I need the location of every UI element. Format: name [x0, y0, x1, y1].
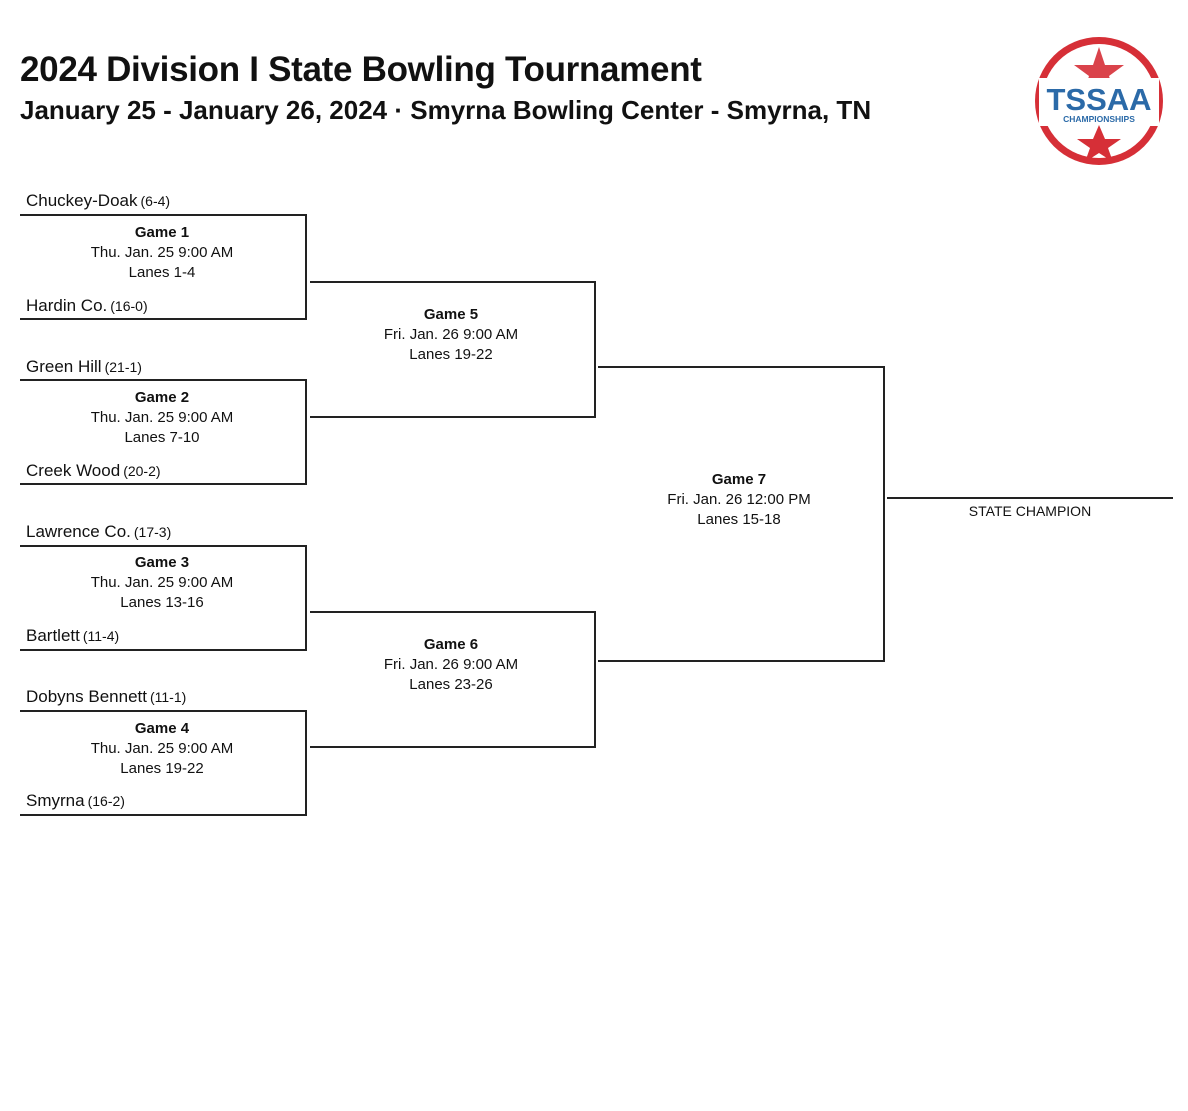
game-lanes: Lanes 19-22 [120, 760, 204, 777]
tssaa-logo: TSSAA CHAMPIONSHIPS [1035, 37, 1163, 165]
team-name: Dobyns Bennett [26, 687, 147, 706]
team-entry: Green Hill(21-1) [26, 357, 142, 377]
game-info: Game 4 Thu. Jan. 25 9:00 AM Lanes 19-22 [42, 719, 282, 779]
bracket-line [305, 710, 307, 815]
game-name: Game 2 [134, 389, 190, 406]
game-info: Game 1 Thu. Jan. 25 9:00 AM Lanes 1-4 [42, 223, 282, 283]
game-info: Game 7 Fri. Jan. 26 12:00 PM Lanes 15-18 [619, 470, 859, 530]
game-lanes: Lanes 19-22 [409, 346, 493, 363]
team-name: Bartlett [26, 626, 80, 645]
game-name: Game 4 [134, 720, 190, 737]
team-record: (21-1) [104, 359, 142, 375]
team-name: Chuckey-Doak [26, 191, 138, 210]
bracket-line [20, 214, 307, 216]
game-info: Game 6 Fri. Jan. 26 9:00 AM Lanes 23-26 [331, 635, 571, 695]
bracket-line [594, 281, 596, 417]
game-lanes: Lanes 13-16 [120, 594, 204, 611]
game-name: Game 7 [711, 471, 767, 488]
champion-line [887, 497, 1173, 499]
game-info: Game 5 Fri. Jan. 26 9:00 AM Lanes 19-22 [331, 305, 571, 365]
team-record: (11-4) [82, 628, 120, 644]
team-record: (16-0) [110, 298, 148, 314]
game-lanes: Lanes 7-10 [124, 429, 200, 446]
team-entry: Lawrence Co.(17-3) [26, 522, 171, 542]
team-name: Smyrna [26, 791, 85, 810]
game-info: Game 3 Thu. Jan. 25 9:00 AM Lanes 13-16 [42, 553, 282, 613]
team-name: Green Hill [26, 357, 102, 376]
game-time: Fri. Jan. 26 12:00 PM [667, 491, 811, 508]
logo-text: TSSAA [1046, 82, 1151, 117]
game-name: Game 3 [134, 554, 190, 571]
team-name: Creek Wood [26, 461, 121, 480]
bracket-line [310, 281, 596, 283]
team-entry: Bartlett(11-4) [26, 626, 119, 646]
bracket-line [305, 545, 307, 650]
team-entry: Hardin Co.(16-0) [26, 296, 148, 316]
bracket-line [20, 545, 307, 547]
game-lanes: Lanes 23-26 [409, 676, 493, 693]
game-time: Thu. Jan. 25 9:00 AM [90, 574, 234, 591]
champion-label: STATE CHAMPION [968, 503, 1092, 519]
bracket-line [20, 318, 307, 320]
game-lanes: Lanes 1-4 [128, 264, 196, 281]
game-time: Thu. Jan. 25 9:00 AM [90, 244, 234, 261]
team-entry: Dobyns Bennett(11-1) [26, 687, 186, 707]
bracket-line [20, 649, 307, 651]
bracket-line [594, 611, 596, 747]
game-name: Game 5 [423, 306, 479, 323]
team-record: (11-1) [149, 689, 187, 705]
game-time: Fri. Jan. 26 9:00 AM [383, 326, 519, 343]
bracket-line [20, 710, 307, 712]
page-title: 2024 Division I State Bowling Tournament [20, 50, 702, 89]
bracket-line [883, 366, 885, 661]
logo-subtext: CHAMPIONSHIPS [1063, 114, 1135, 124]
game-lanes: Lanes 15-18 [697, 511, 781, 528]
team-name: Lawrence Co. [26, 522, 131, 541]
bracket-line [598, 660, 885, 662]
bracket-line [20, 814, 307, 816]
team-name: Hardin Co. [26, 296, 108, 315]
page-subtitle: January 25 - January 26, 2024 · Smyrna B… [20, 95, 872, 125]
bracket-line [598, 366, 885, 368]
game-time: Thu. Jan. 25 9:00 AM [90, 740, 234, 757]
bracket-line [310, 611, 596, 613]
game-time: Thu. Jan. 25 9:00 AM [90, 409, 234, 426]
bracket-line [20, 483, 307, 485]
bracket-line [305, 379, 307, 484]
bracket-line [310, 416, 596, 418]
bracket-line [305, 214, 307, 319]
game-name: Game 1 [134, 224, 190, 241]
team-entry: Creek Wood(20-2) [26, 461, 161, 481]
team-entry: Chuckey-Doak(6-4) [26, 191, 170, 211]
team-record: (6-4) [140, 193, 171, 209]
game-name: Game 6 [423, 636, 479, 653]
team-entry: Smyrna(16-2) [26, 791, 125, 811]
game-info: Game 2 Thu. Jan. 25 9:00 AM Lanes 7-10 [42, 388, 282, 448]
bracket-line [310, 746, 596, 748]
game-time: Fri. Jan. 26 9:00 AM [383, 656, 519, 673]
team-record: (16-2) [87, 793, 125, 809]
team-record: (20-2) [123, 463, 161, 479]
bracket-line [20, 379, 307, 381]
team-record: (17-3) [133, 524, 172, 540]
